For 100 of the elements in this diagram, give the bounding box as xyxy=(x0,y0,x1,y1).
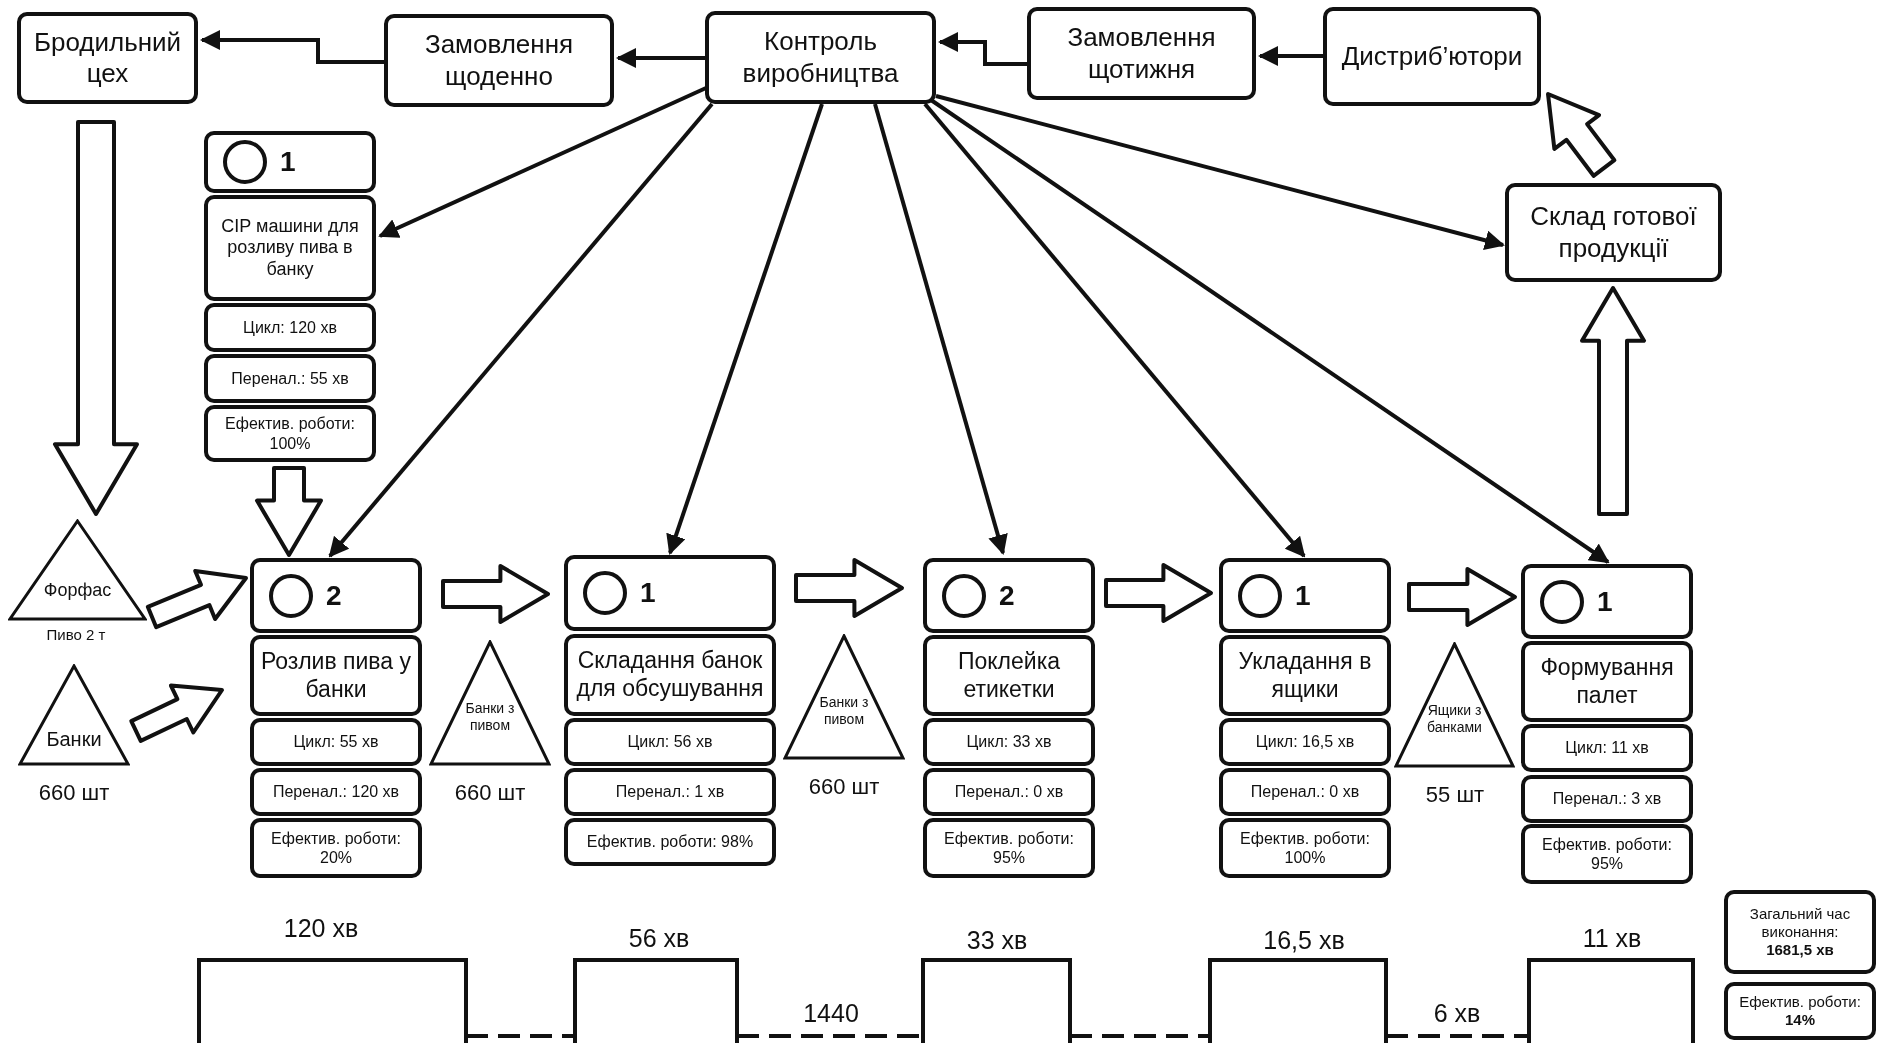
arrow xyxy=(616,48,705,68)
push-arrow xyxy=(1546,92,1617,178)
arrow xyxy=(873,103,1008,555)
metric-box xyxy=(564,818,776,866)
time-label: 33 хв xyxy=(966,926,1028,955)
operator-count: 1 xyxy=(640,576,656,610)
box-label: Перенал.: 0 хв xyxy=(954,782,1064,802)
push-arrow xyxy=(145,568,248,630)
inventory-triangle xyxy=(783,634,905,760)
time-label: 120 хв xyxy=(283,914,359,943)
process-name-box xyxy=(250,635,422,716)
inventory-triangle xyxy=(8,519,147,621)
push-arrow xyxy=(129,683,224,743)
operator-box xyxy=(923,558,1095,633)
box-label: Склад готової продукції xyxy=(1529,201,1698,264)
box-label: Контроль виробництва xyxy=(741,26,900,89)
arrow xyxy=(378,86,707,238)
push-arrow xyxy=(1407,567,1517,627)
box-label: Складання банок для обсушування xyxy=(575,647,765,703)
box-label: Поклейка етикетки xyxy=(956,647,1062,704)
operator-count: 1 xyxy=(280,145,296,179)
arrow xyxy=(935,94,1505,251)
time-label: 6 хв xyxy=(1433,999,1481,1028)
metric-box xyxy=(923,818,1095,878)
quantity-label: 55 шт xyxy=(1425,782,1485,808)
box-label: Укладання в ящики xyxy=(1237,647,1373,704)
arrow xyxy=(938,32,1027,66)
operator-count: 2 xyxy=(999,578,1015,613)
box-label: Формування палет xyxy=(1539,653,1675,710)
process-name-box xyxy=(204,195,376,301)
quantity-label: 660 шт xyxy=(38,780,110,806)
box-label: Замовлення щотижня xyxy=(1066,22,1217,85)
operator-box xyxy=(1219,558,1391,633)
box-label: Перенал.: 55 хв xyxy=(231,368,349,389)
operator-box xyxy=(564,555,776,631)
summary-label: Загальний час виконання: xyxy=(1748,905,1852,941)
box-label: Перенал.: 3 хв xyxy=(1552,789,1662,809)
metric-box xyxy=(923,718,1095,766)
inventory-label: Банки з пивом xyxy=(464,700,516,735)
metric-box xyxy=(1521,775,1693,823)
metric-box xyxy=(1219,818,1391,878)
operator-count: 2 xyxy=(326,578,342,613)
box-label: Ефектив. роботи: 95% xyxy=(1541,834,1673,874)
box-label: CIP машини для розливу пива в банку xyxy=(220,215,360,281)
summary-value: 1681,5 хв xyxy=(1766,941,1834,959)
box-label: Ефектив. роботи: 100% xyxy=(1239,828,1371,868)
flow-box xyxy=(1323,7,1541,106)
arrow xyxy=(1258,46,1323,66)
push-arrow xyxy=(255,466,323,557)
inventory-triangle xyxy=(1394,642,1515,768)
summary-box xyxy=(1724,890,1876,974)
process-name-box xyxy=(1219,635,1391,716)
box-label: Розлив пива у банки xyxy=(260,647,412,704)
metric-box xyxy=(250,768,422,816)
metric-box xyxy=(923,768,1095,816)
inventory-label: Банки з пивом xyxy=(818,694,870,729)
time-label: 1440 xyxy=(803,999,859,1028)
arrow xyxy=(929,98,1610,564)
process-name-box xyxy=(564,634,776,716)
push-arrow xyxy=(1104,563,1213,623)
operator-box xyxy=(1521,564,1693,639)
metric-box xyxy=(1219,718,1391,766)
arrow xyxy=(666,103,824,555)
time-label: 56 хв xyxy=(628,924,690,953)
quantity-label: 660 шт xyxy=(808,774,880,800)
operator-count: 1 xyxy=(1597,584,1613,619)
box-label: Ефектив. роботи: 98% xyxy=(586,832,754,852)
box-label: Перенал.: 1 хв xyxy=(615,782,725,802)
inventory-label: Ящики з банками xyxy=(1426,702,1483,737)
box-label: Цикл: 56 хв xyxy=(627,732,713,752)
summary-box xyxy=(1724,982,1876,1040)
metric-box xyxy=(250,718,422,766)
push-arrow xyxy=(441,564,550,624)
push-arrow xyxy=(53,120,139,516)
push-arrow xyxy=(1580,286,1646,516)
arrow xyxy=(923,102,1306,558)
flow-box xyxy=(1505,183,1722,282)
summary-label: Ефектив. роботи: xyxy=(1739,993,1861,1011)
summary-value: 14% xyxy=(1785,1011,1815,1029)
box-label: Цикл: 55 хв xyxy=(293,732,379,752)
process-name-box xyxy=(1521,641,1693,722)
arrow xyxy=(328,102,714,558)
box-label: Цикл: 16,5 хв xyxy=(1255,732,1355,752)
operator-box xyxy=(250,558,422,633)
operator-count: 1 xyxy=(1295,578,1311,613)
push-arrow xyxy=(794,558,904,618)
box-label: Цикл: 33 хв xyxy=(966,732,1052,752)
box-label: Дистриб’ютори xyxy=(1341,40,1523,73)
metric-box xyxy=(204,405,376,462)
metric-box xyxy=(564,718,776,766)
box-label: Ефектив. роботи: 20% xyxy=(270,828,402,868)
metric-box xyxy=(564,768,776,816)
box-label: Бродильний цех xyxy=(32,26,183,90)
time-label: 16,5 хв xyxy=(1263,926,1345,955)
metric-box xyxy=(204,303,376,352)
inventory-label: Форфас xyxy=(42,580,113,602)
metric-box xyxy=(1521,824,1693,884)
box-label: Перенал.: 120 хв xyxy=(272,782,400,802)
quantity-label: Пиво 2 т xyxy=(46,626,106,643)
box-label: Цикл: 11 хв xyxy=(1565,738,1649,758)
